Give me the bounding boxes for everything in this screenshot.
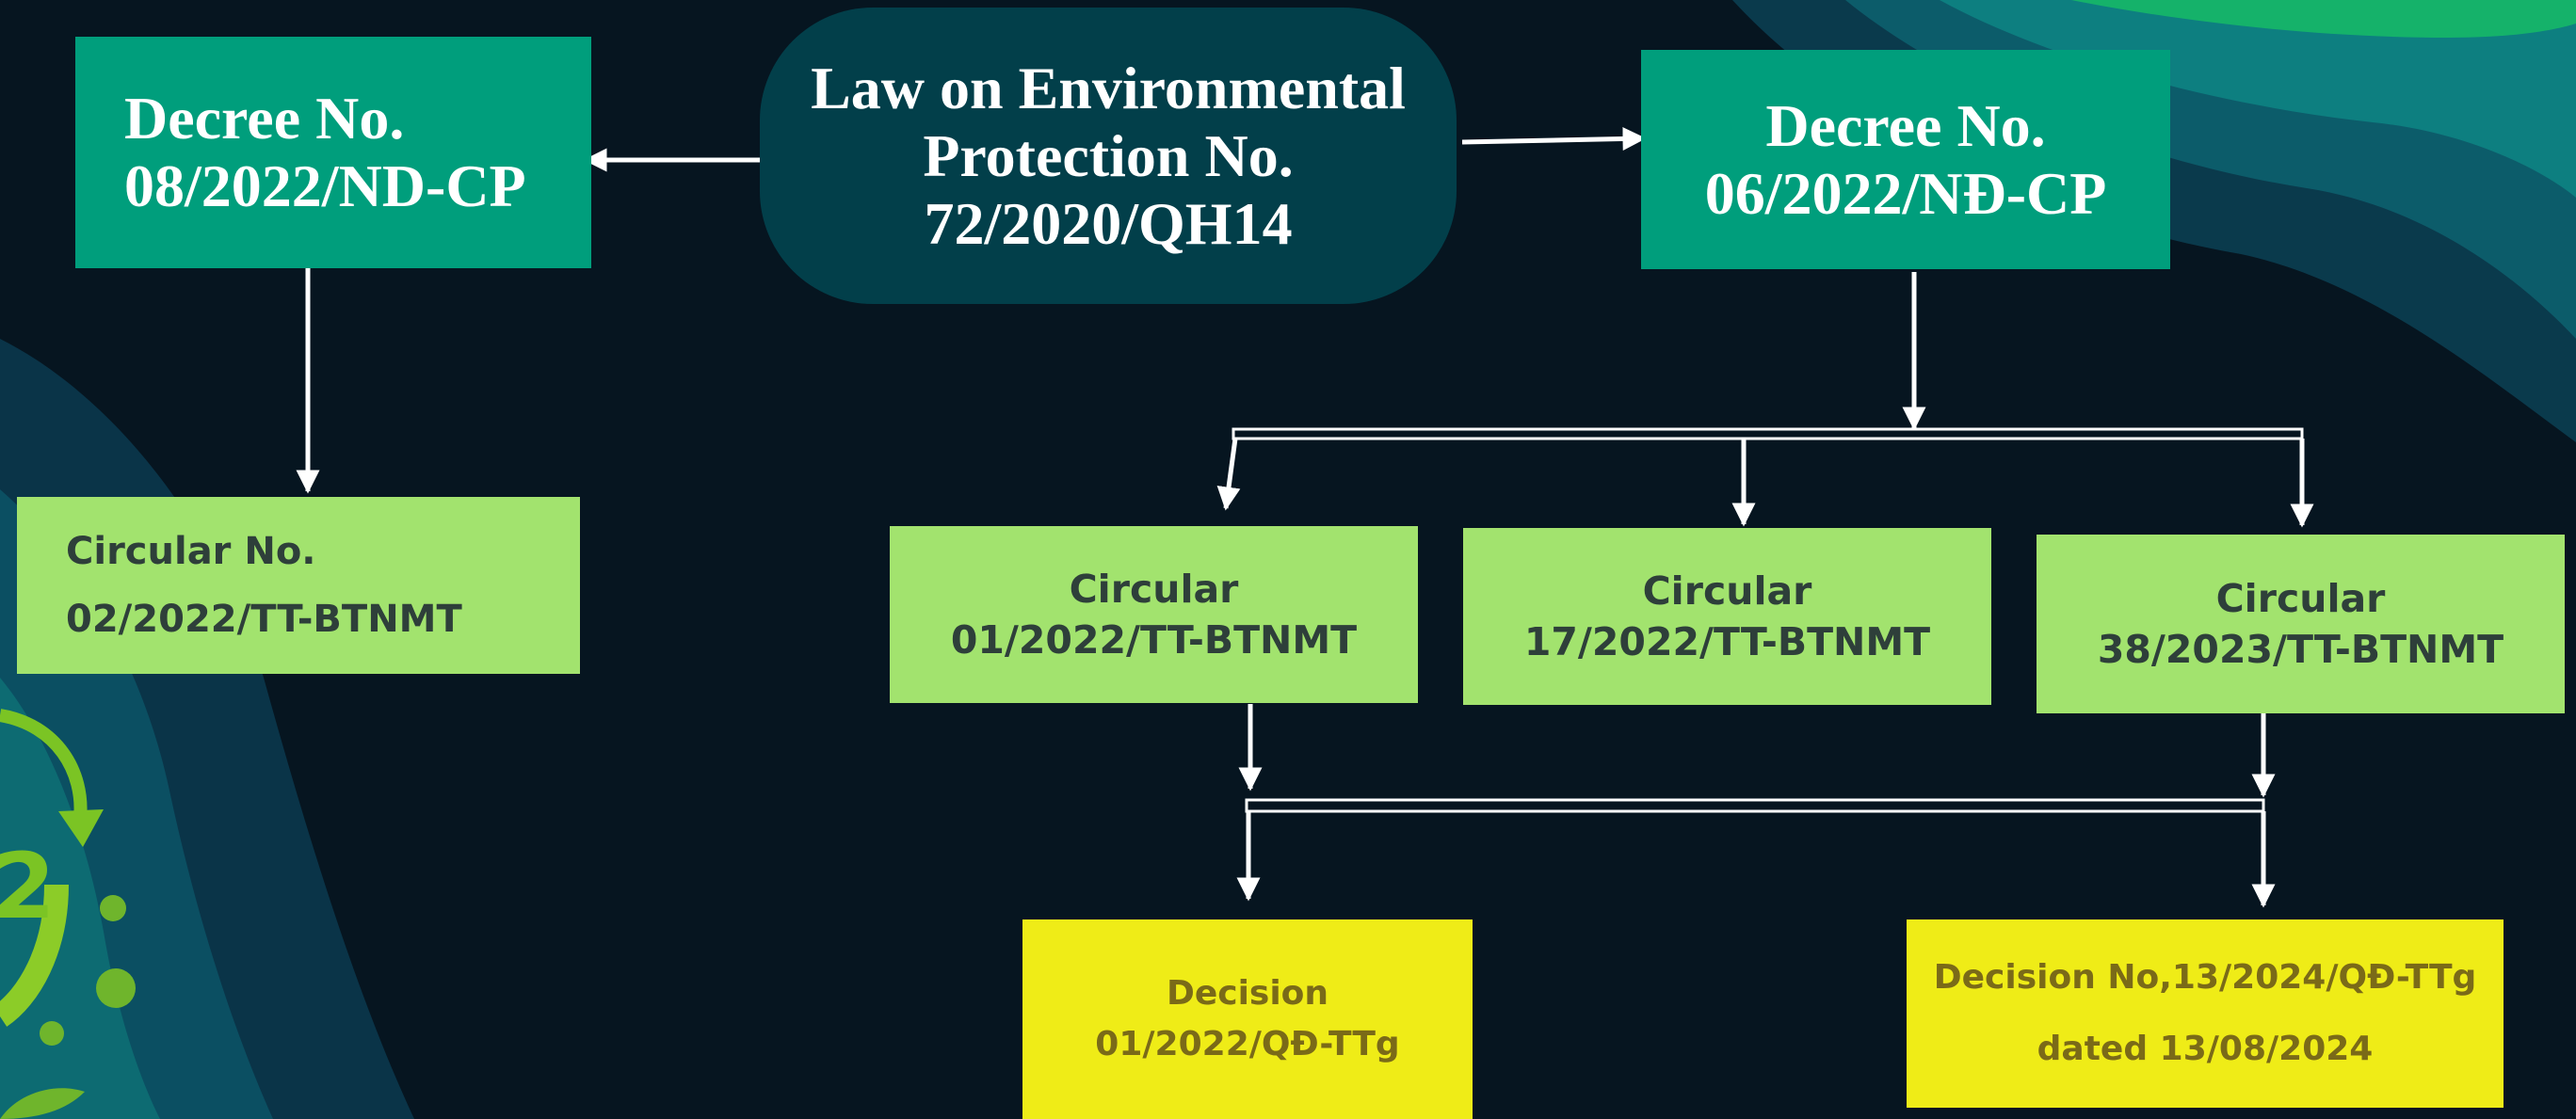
law-node: Law on Environmental Protection No. 72/2… [760,8,1457,304]
decision-01-node: Decision 01/2022/QĐ-TTg [1022,919,1473,1119]
wave-top-right-inner [1940,0,2576,198]
circular-17-line-2: 17/2022/TT-BTNMT [1523,619,1931,664]
decree-06-line-1: Decree No. [1765,91,2046,159]
leaf-shape [0,1088,85,1119]
circular-38-line-1: Circular [2215,576,2386,621]
arrow-law-to-decree-06 [1461,126,1647,151]
decree-08-node: Decree No. 08/2022/ND-CP [75,37,591,268]
law-line-1: Law on Environmental [811,54,1406,121]
dot-medium [100,895,126,921]
decree-08-line-2: 08/2022/ND-CP [124,152,526,219]
decision-13-node: Decision No,13/2024/QĐ-TTg dated 13/08/2… [1907,919,2504,1108]
decision-01-line-2: 01/2022/QĐ-TTg [1095,1025,1400,1063]
recycle-arc [0,709,88,820]
arrow-to-circular-01 [1216,438,1241,511]
dot-small [40,1021,64,1046]
circular-17-line-1: Circular [1642,568,1812,614]
decision-13-line-1: Decision No,13/2024/QĐ-TTg [1933,958,2477,997]
circular-01-line-2: 01/2022/TT-BTNMT [950,617,1358,663]
wave-left-inner [0,678,160,1119]
bracket-top [1232,427,2304,440]
recycle-arrowhead [58,809,104,847]
bracket-bottom [1245,798,2265,813]
recycle-arc-lower [0,884,69,1027]
circular-38-node: Circular 38/2023/TT-BTNMT [2037,535,2565,713]
circular-01-node: Circular 01/2022/TT-BTNMT [890,526,1418,703]
decree-06-line-2: 06/2022/NĐ-CP [1704,159,2107,227]
decision-13-line-2: dated 13/08/2024 [2037,1030,2374,1068]
circular-38-line-2: 38/2023/TT-BTNMT [2097,627,2504,672]
wave-top-right-core [2071,0,2576,38]
circular-02-line-1: Circular No. [66,530,316,573]
decree-08-line-1: Decree No. [124,85,405,152]
decision-01-line-1: Decision [1166,974,1329,1013]
dot-large [96,968,136,1008]
law-line-3: 72/2020/QH14 [924,189,1293,257]
circular-01-line-1: Circular [1069,567,1239,612]
badge-digit: 2 [0,834,56,939]
law-line-2: Protection No. [923,121,1294,189]
circular-02-node: Circular No. 02/2022/TT-BTNMT [17,497,580,674]
circular-17-node: Circular 17/2022/TT-BTNMT [1463,528,1991,705]
circular-02-line-2: 02/2022/TT-BTNMT [66,598,462,641]
decree-06-node: Decree No. 06/2022/NĐ-CP [1641,50,2170,269]
